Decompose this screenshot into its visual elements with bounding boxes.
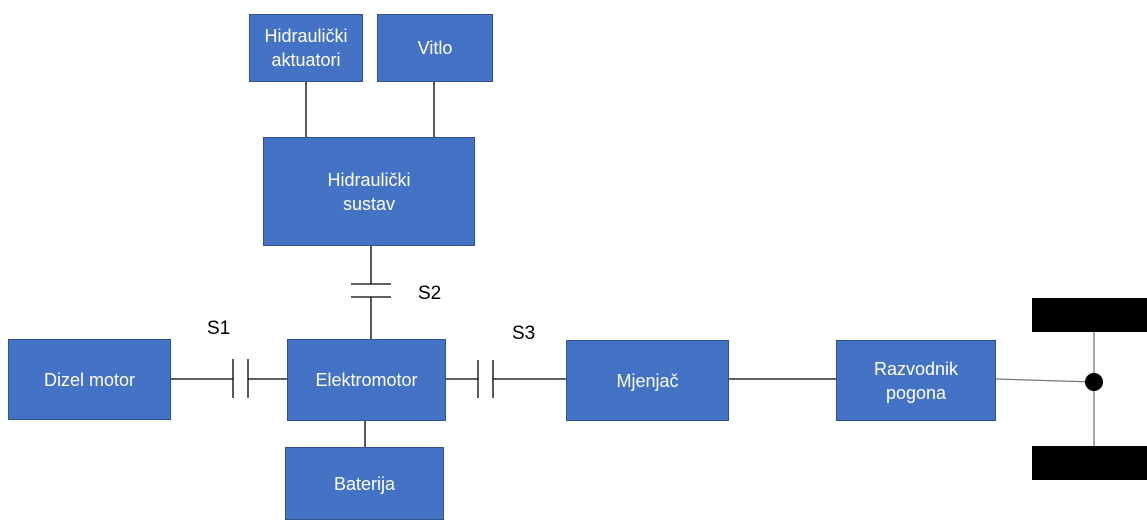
winch-label: Vitlo bbox=[417, 38, 453, 58]
electric-motor-label: Elektromotor bbox=[315, 370, 418, 390]
battery-block: Baterija bbox=[285, 447, 444, 520]
transfer-case-label: Razvodnik pogona bbox=[873, 358, 959, 403]
electric-motor-block: Elektromotor bbox=[287, 339, 446, 421]
diesel-motor-label: Dizel motor bbox=[43, 369, 136, 390]
hydraulic-system-block: Hidraulički sustav bbox=[263, 137, 475, 246]
axle-hub bbox=[1085, 373, 1103, 391]
hydraulic-actuators-label: Hidraulički aktuatori bbox=[264, 26, 348, 70]
line-razvodnik-to-axle bbox=[995, 378, 1095, 383]
winch-block: Vitlo bbox=[377, 14, 493, 82]
battery-label: Baterija bbox=[333, 473, 396, 494]
gearbox-label: Mjenjač bbox=[616, 370, 679, 391]
gearbox-block: Mjenjač bbox=[566, 340, 729, 421]
clutch-s3-label: S3 bbox=[512, 323, 536, 344]
diesel-motor-block: Dizel motor bbox=[8, 339, 171, 420]
clutch-s1-label: S1 bbox=[207, 318, 231, 339]
wheel-top bbox=[1032, 298, 1147, 332]
hydraulic-actuators-block: Hidraulički aktuatori bbox=[249, 14, 363, 82]
hydraulic-system-label: Hidraulički sustav bbox=[327, 169, 411, 214]
transfer-case-block: Razvodnik pogona bbox=[836, 340, 996, 421]
wheel-bottom bbox=[1032, 446, 1147, 480]
clutch-s2-label: S2 bbox=[418, 283, 442, 304]
